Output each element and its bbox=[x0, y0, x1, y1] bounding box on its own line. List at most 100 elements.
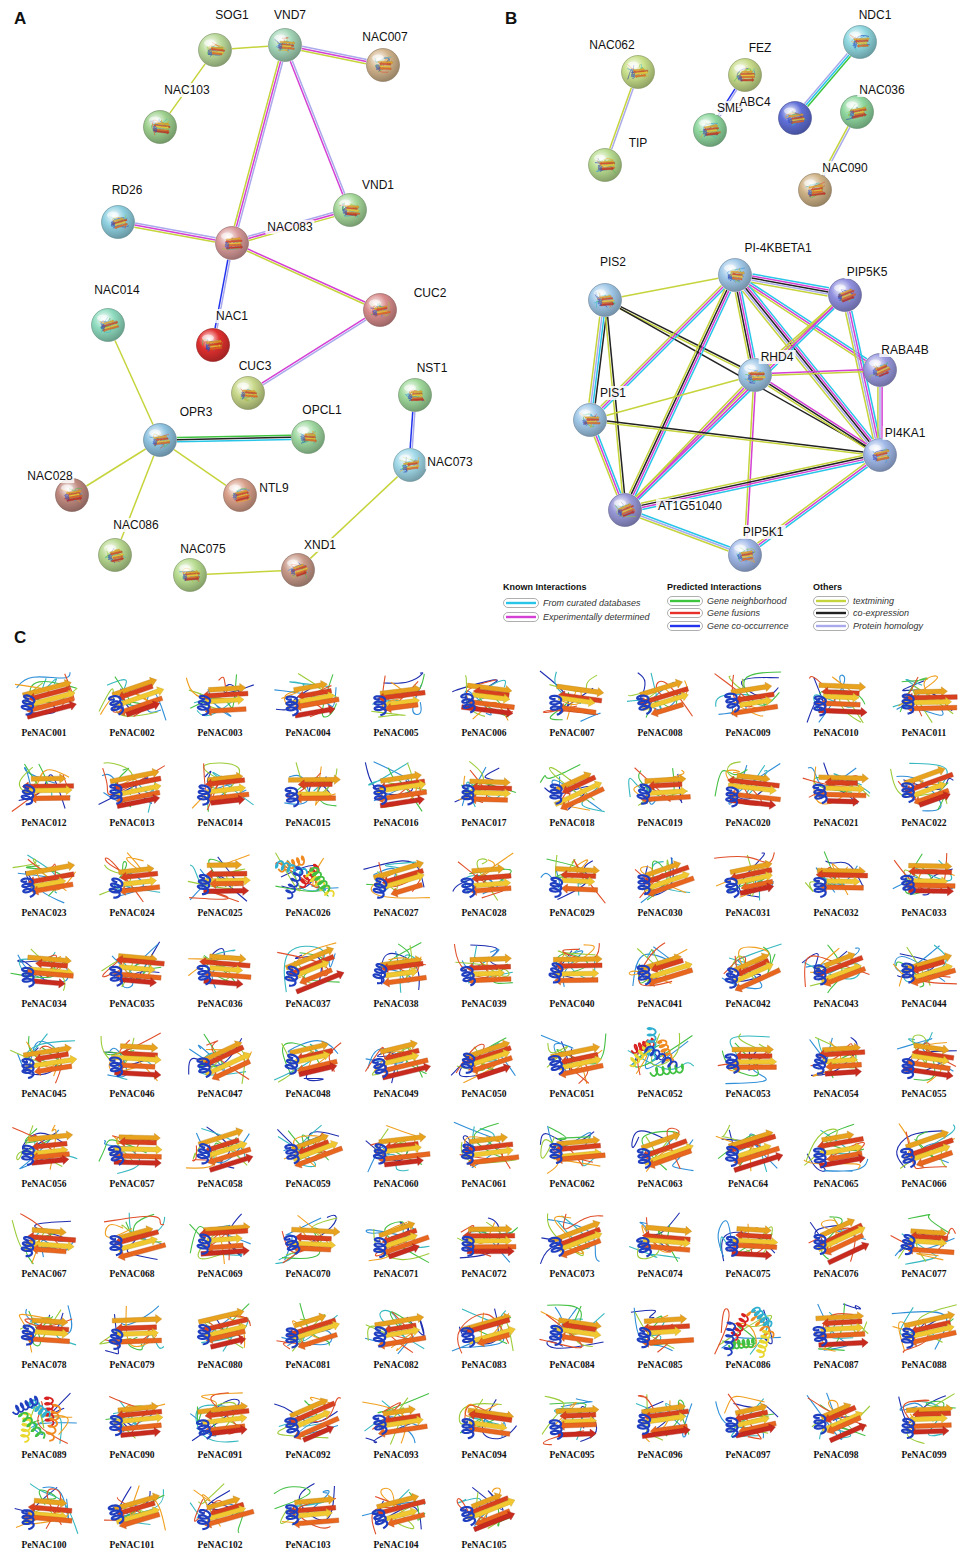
structure-label: PeNAC054 bbox=[814, 1089, 859, 1099]
structure-label: PeNAC088 bbox=[902, 1359, 947, 1369]
legend-text: Gene co-occurrence bbox=[707, 621, 789, 631]
node-label: NAC090 bbox=[820, 161, 869, 175]
evidence-line bbox=[290, 61, 343, 194]
evidence-line bbox=[751, 280, 828, 294]
node-label: PIP5K5 bbox=[845, 265, 890, 279]
protein-structure bbox=[451, 1038, 515, 1083]
node-label: PI4KA1 bbox=[883, 426, 928, 440]
structure-label: PeNAC066 bbox=[902, 1179, 947, 1189]
structure-label: PeNAC032 bbox=[814, 908, 859, 918]
structure-label: PeNAC043 bbox=[814, 998, 859, 1008]
node-label: NAC007 bbox=[360, 30, 409, 44]
protein-structure bbox=[365, 1310, 426, 1353]
interaction-edge bbox=[301, 46, 367, 63]
protein-structure bbox=[12, 1214, 76, 1264]
evidence-line bbox=[234, 61, 278, 226]
protein-structure bbox=[459, 1399, 516, 1439]
protein-node: NAC075 bbox=[173, 558, 207, 592]
structure-label: PeNAC021 bbox=[814, 818, 859, 828]
structure-label: PeNAC080 bbox=[198, 1359, 243, 1369]
structure-label: PeNAC038 bbox=[374, 998, 419, 1008]
protein-structure bbox=[371, 673, 425, 717]
protein-structure bbox=[15, 672, 77, 719]
protein-structure bbox=[186, 674, 253, 716]
structure-label: PeNAC037 bbox=[286, 998, 331, 1008]
legend-text: Gene fusions bbox=[707, 608, 760, 618]
interaction-edge bbox=[262, 318, 366, 385]
structure-label: PeNAC015 bbox=[286, 818, 331, 828]
interaction-edge bbox=[735, 291, 755, 359]
structure-label: PeNAC058 bbox=[198, 1179, 243, 1189]
evidence-line bbox=[638, 388, 744, 499]
node-label: XND1 bbox=[302, 538, 338, 552]
legend-text: From curated databases bbox=[543, 598, 641, 608]
protein-node: NST1 bbox=[398, 378, 432, 412]
structure-label: PeNAC075 bbox=[726, 1269, 771, 1279]
evidence-line bbox=[641, 456, 863, 504]
protein-structure bbox=[627, 673, 693, 718]
node-label: CUC2 bbox=[412, 286, 449, 300]
interaction-edge bbox=[86, 449, 145, 486]
structure-label: PeNAC091 bbox=[198, 1450, 243, 1460]
protein-node: SMB bbox=[693, 113, 727, 147]
structure-label: PeNAC093 bbox=[374, 1450, 419, 1460]
interaction-edge bbox=[232, 46, 268, 49]
structure-label: PeNAC011 bbox=[902, 728, 946, 738]
evidence-line bbox=[808, 56, 851, 106]
node-label: NDC1 bbox=[857, 8, 894, 22]
protein-node: NDC1 bbox=[843, 25, 877, 59]
protein-node: FEZ bbox=[728, 58, 762, 92]
legend-heading: Others bbox=[813, 583, 842, 593]
interaction-edge bbox=[207, 571, 281, 574]
protein-structure bbox=[550, 943, 603, 987]
structure-label: PeNAC010 bbox=[814, 728, 859, 738]
protein-node: PI4KA1 bbox=[863, 438, 897, 472]
interaction-edge bbox=[772, 370, 863, 376]
protein-node: NAC090 bbox=[798, 173, 832, 207]
evidence-line bbox=[745, 392, 753, 538]
structure-label: PeNAC016 bbox=[374, 818, 419, 828]
protein-structure bbox=[10, 1034, 77, 1084]
structure-label: PeNAC072 bbox=[462, 1269, 507, 1279]
evidence-line bbox=[232, 46, 268, 49]
evidence-line bbox=[134, 227, 215, 242]
structure-label: PeNAC051 bbox=[550, 1089, 595, 1099]
protein-structure bbox=[629, 768, 691, 805]
protein-structure bbox=[810, 1037, 865, 1078]
structure-label: PeNAC013 bbox=[110, 818, 155, 828]
node-sphere bbox=[863, 438, 897, 472]
node-sphere bbox=[863, 353, 897, 387]
node-label: FEZ bbox=[747, 41, 774, 55]
structure-label: PeNAC097 bbox=[726, 1450, 771, 1460]
structure-label: PeNAC012 bbox=[22, 818, 67, 828]
protein-node: NAC028 bbox=[55, 478, 89, 512]
protein-structure bbox=[277, 943, 344, 994]
structure-label: PeNAC004 bbox=[286, 728, 331, 738]
interaction-edge bbox=[134, 223, 215, 242]
node-sphere bbox=[101, 205, 135, 239]
evidence-line bbox=[248, 215, 333, 239]
protein-structure bbox=[628, 1028, 694, 1076]
protein-structure bbox=[541, 1034, 606, 1084]
node-sphere bbox=[55, 478, 89, 512]
structure-label: PeNAC028 bbox=[462, 908, 507, 918]
evidence-line bbox=[263, 320, 366, 385]
structure-label: PeNAC053 bbox=[726, 1089, 771, 1099]
legend-heading: Known Interactions bbox=[503, 583, 587, 593]
protein-structure bbox=[275, 1215, 340, 1263]
structure-label: PeNAC035 bbox=[110, 998, 155, 1008]
protein-node: TIP bbox=[588, 148, 622, 182]
legend-entry: Protein homology bbox=[813, 620, 923, 632]
node-sphere bbox=[718, 258, 752, 292]
protein-structure bbox=[188, 855, 251, 902]
interaction-edge bbox=[878, 387, 882, 438]
protein-structure bbox=[455, 761, 516, 807]
protein-node: RABA4B bbox=[863, 353, 897, 387]
protein-structure bbox=[814, 1303, 869, 1351]
protein-structure bbox=[718, 1221, 778, 1262]
evidence-line bbox=[135, 223, 216, 238]
node-sphere bbox=[196, 328, 230, 362]
legend-text: Experimentally determined bbox=[543, 612, 650, 622]
evidence-line bbox=[631, 290, 727, 494]
structure-label: PeNAC030 bbox=[638, 908, 683, 918]
